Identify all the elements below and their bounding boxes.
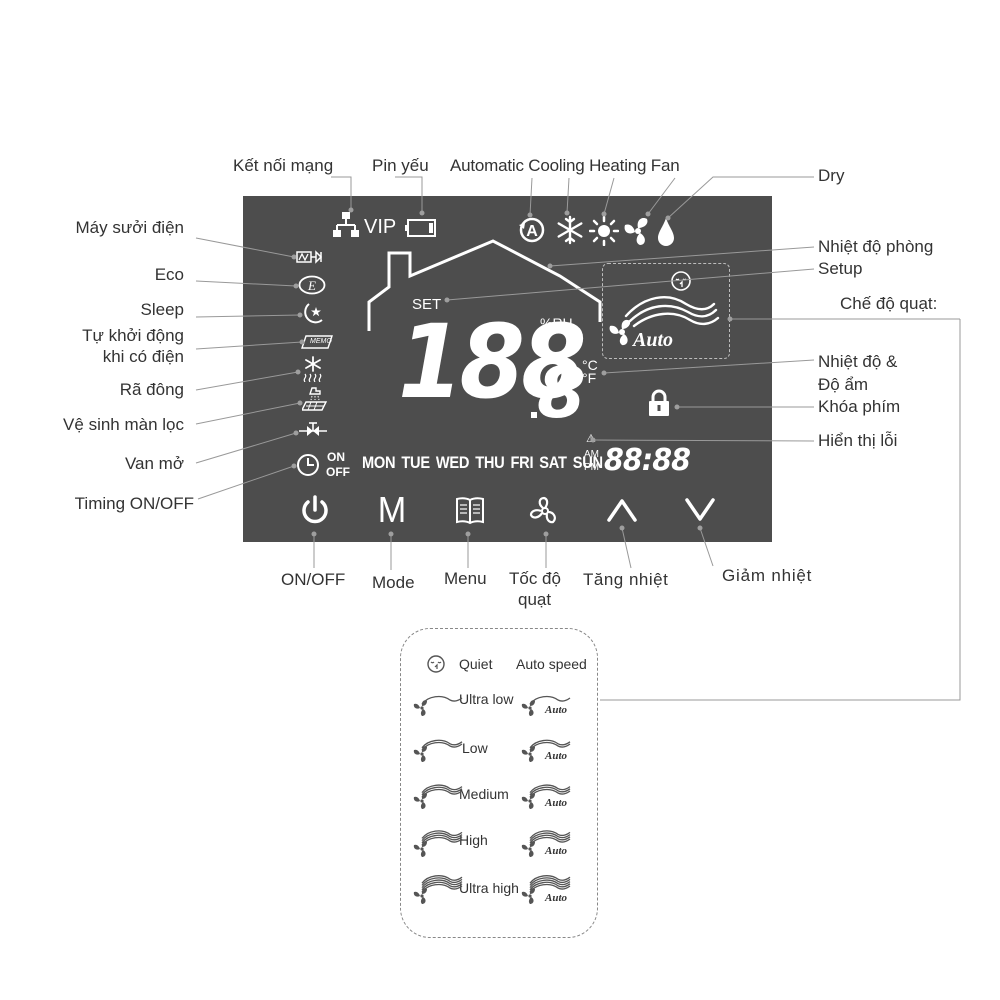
- fan-speed-legend: [400, 628, 598, 938]
- label-temp-up: Tăng nhiệt: [583, 570, 669, 589]
- label-mode: Mode: [372, 573, 415, 592]
- legend-auto-2: Auto: [545, 750, 568, 762]
- legend-fan-quiet-3-icon: [413, 784, 463, 809]
- day-tue: TUE: [401, 453, 430, 472]
- label-network: Kết nối mạng: [233, 156, 334, 175]
- weekday-row: MON TUE WED THU FRI SAT SUN: [362, 453, 609, 473]
- set-indicator: SET: [412, 296, 442, 313]
- legend-fan-quiet-5-icon: [413, 875, 463, 904]
- legend-fan-quiet-2-icon: [413, 739, 463, 762]
- power-button[interactable]: [299, 494, 331, 526]
- auto-mode-icon: A: [519, 217, 545, 243]
- label-onoff: ON/OFF: [281, 570, 346, 589]
- label-timing: Timing ON/OFF: [74, 494, 194, 513]
- legend-fan-auto-2-icon: [521, 739, 571, 762]
- legend-high: High: [459, 832, 488, 848]
- mode-button[interactable]: M: [377, 489, 407, 530]
- timer-off-text: OFF: [326, 465, 350, 479]
- network-icon: [333, 212, 359, 237]
- legend-ultra-high: Ultra high: [459, 880, 519, 896]
- label-electric-heater: Máy sưởi điện: [75, 218, 184, 237]
- electric-heater-icon: [296, 250, 323, 264]
- label-low-battery: Pin yếu: [372, 156, 429, 175]
- am-indicator: AM: [584, 449, 599, 460]
- timer-on-text: ON: [327, 450, 345, 464]
- day-fri: FRI: [510, 453, 534, 472]
- legend-auto-speed: Auto speed: [516, 656, 587, 672]
- label-sleep: Sleep: [140, 300, 184, 319]
- vip-indicator: VIP: [364, 216, 397, 238]
- cooling-snowflake-icon: [557, 215, 583, 245]
- label-eco: Eco: [154, 265, 184, 284]
- legend-fan-auto-1-icon: [521, 695, 571, 716]
- legend-quiet-icon: [427, 655, 445, 673]
- decimal-point: [531, 412, 537, 418]
- legend-ultra-low: Ultra low: [459, 691, 514, 707]
- label-auto-restart-2: khi có điện: [102, 347, 184, 366]
- celsius-unit: °C: [582, 357, 598, 373]
- day-wed: WED: [435, 453, 470, 472]
- filter-clean-icon: [302, 387, 328, 411]
- heating-sun-icon: [589, 216, 619, 246]
- label-valve-open: Van mở: [124, 454, 184, 473]
- humidity-unit: %RH: [540, 315, 573, 331]
- menu-book-button[interactable]: [455, 496, 485, 526]
- day-sun: SUN: [572, 453, 603, 472]
- legend-low: Low: [462, 740, 488, 756]
- eco-icon: E: [298, 275, 326, 295]
- pm-indicator: PM: [584, 462, 599, 473]
- legend-auto-5: Auto: [545, 892, 568, 904]
- day-sat: SAT: [539, 453, 567, 472]
- label-fan-speed-1: Tốc độ: [509, 569, 561, 588]
- label-key-lock: Khóa phím: [818, 397, 901, 416]
- legend-fan-quiet-1-icon: [413, 695, 463, 716]
- label-temp-down: Giảm nhiệt: [722, 566, 813, 585]
- memo-text: MEMO: [310, 338, 332, 345]
- svg-text:A: A: [526, 223, 538, 240]
- fan-speed-button[interactable]: [528, 495, 562, 527]
- valve-open-icon: [299, 422, 327, 436]
- legend-auto-3: Auto: [545, 797, 568, 809]
- main-temperature-digits: 188: [398, 303, 587, 422]
- legend-auto-1: Auto: [545, 704, 568, 716]
- timer-clock-icon: [297, 454, 319, 476]
- label-setup: Setup: [818, 259, 863, 278]
- label-room-temp: Nhiệt độ phòng: [818, 237, 934, 256]
- label-temp-humidity-1: Nhiệt độ &: [818, 352, 898, 371]
- label-menu: Menu: [444, 569, 487, 588]
- label-fan-speed-2: quạt: [518, 590, 552, 609]
- label-error-display: Hiển thị lỗi: [818, 431, 898, 450]
- day-thu: THU: [475, 453, 505, 472]
- label-temp-humidity-2: Độ ẩm: [818, 375, 869, 394]
- legend-fan-auto-4-icon: [521, 830, 571, 857]
- legend-fan-auto-5-icon: [521, 875, 571, 904]
- label-auto-restart-1: Tự khởi động: [82, 326, 184, 345]
- legend-quiet: Quiet: [459, 656, 493, 672]
- legend-auto-4: Auto: [545, 845, 568, 857]
- decimal-digit: 8: [537, 352, 586, 434]
- legend-fan-quiet-4-icon: [413, 830, 463, 857]
- svg-text:E: E: [307, 278, 316, 293]
- fan-mode-icon: [624, 218, 648, 245]
- legend-fan-auto-3-icon: [521, 784, 571, 809]
- fahrenheit-unit: °F: [582, 370, 597, 386]
- legend-medium: Medium: [459, 786, 509, 802]
- label-modes: Automatic Cooling Heating Fan: [450, 156, 680, 175]
- day-mon: MON: [362, 453, 396, 472]
- dry-droplet-icon: [658, 218, 674, 246]
- label-filter-clean: Vệ sinh màn lọc: [63, 415, 184, 434]
- label-defrost: Rã đông: [119, 380, 184, 399]
- sleep-moon-icon: [304, 303, 323, 324]
- label-dry: Dry: [818, 166, 845, 185]
- low-battery-icon: [405, 219, 436, 237]
- defrost-icon: [303, 356, 322, 382]
- label-fan-mode: Chế độ quạt:: [840, 294, 938, 313]
